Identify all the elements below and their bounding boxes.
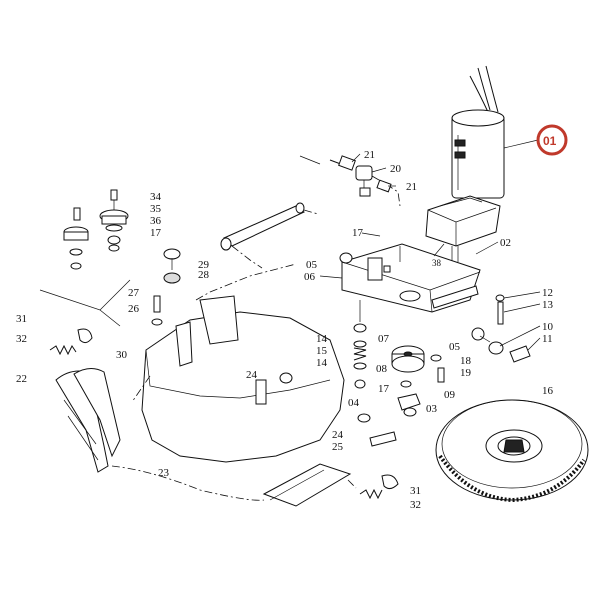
part-label-05b: 05: [449, 341, 461, 353]
part-label-09: 09: [444, 389, 456, 401]
part-label-22: 22: [16, 373, 27, 385]
part-label-31b: 31: [410, 485, 421, 497]
part-label-13: 13: [542, 299, 554, 311]
part-labels: 01 02 03 04 05 05 06 07 08 09 10 11 12 1…: [16, 134, 557, 511]
part-label-21a: 21: [364, 149, 375, 161]
spring-stack: [279, 300, 397, 447]
fasteners-right: [339, 252, 531, 363]
part-label-17b: 17: [352, 227, 364, 239]
part-label-24a: 24: [246, 369, 258, 381]
part-label-34: 34: [150, 191, 162, 203]
part-label-30: 30: [116, 349, 128, 361]
part-label-02: 02: [500, 237, 511, 249]
bottom-blade: [111, 463, 357, 507]
part-label-29: 29: [198, 259, 210, 271]
handle-rod: [220, 202, 319, 269]
caster-assembly: [39, 189, 131, 327]
part-label-14b: 14: [316, 357, 328, 369]
part-label-38: 38: [432, 258, 442, 268]
part-label-25: 25: [332, 441, 344, 453]
mounting-plate: [341, 243, 481, 313]
fasteners-left: [151, 248, 181, 326]
motor: [425, 65, 505, 262]
part-label-35: 35: [150, 203, 162, 215]
part-label-12: 12: [542, 287, 553, 299]
skirt-blades: [55, 368, 121, 473]
part-label-03: 03: [426, 403, 438, 415]
part-label-27: 27: [128, 287, 140, 299]
springs-clips: [49, 328, 399, 500]
part-label-17c: 17: [378, 383, 390, 395]
part-label-17a: 17: [150, 227, 162, 239]
part-label-07: 07: [378, 333, 390, 345]
part-label-15: 15: [316, 345, 328, 357]
part-label-26: 26: [128, 303, 140, 315]
pulley-assembly: [391, 345, 445, 417]
part-label-32b: 32: [410, 499, 421, 511]
part-label-01: 01: [543, 134, 557, 148]
part-label-16: 16: [542, 385, 554, 397]
part-label-14a: 14: [316, 333, 328, 345]
part-label-21b: 21: [406, 181, 417, 193]
part-label-28: 28: [198, 269, 210, 281]
part-label-06: 06: [304, 271, 316, 283]
part-label-31a: 31: [16, 313, 27, 325]
part-label-10: 10: [542, 321, 554, 333]
part-label-08: 08: [376, 363, 388, 375]
part-label-05a: 05: [306, 259, 318, 271]
part-label-32a: 32: [16, 333, 27, 345]
hose-fittings: [299, 155, 401, 207]
part-label-36: 36: [150, 215, 162, 227]
cover-shroud: [131, 263, 345, 463]
part-label-23: 23: [158, 467, 170, 479]
part-label-18: 18: [460, 355, 472, 367]
part-label-11: 11: [542, 333, 553, 345]
brush-disc: [435, 399, 589, 503]
highlight-circle: [536, 124, 568, 156]
part-label-24b: 24: [332, 429, 344, 441]
part-label-04: 04: [348, 397, 360, 409]
part-label-19: 19: [460, 367, 472, 379]
leader-lines: [319, 139, 541, 351]
part-label-20: 20: [390, 163, 402, 175]
